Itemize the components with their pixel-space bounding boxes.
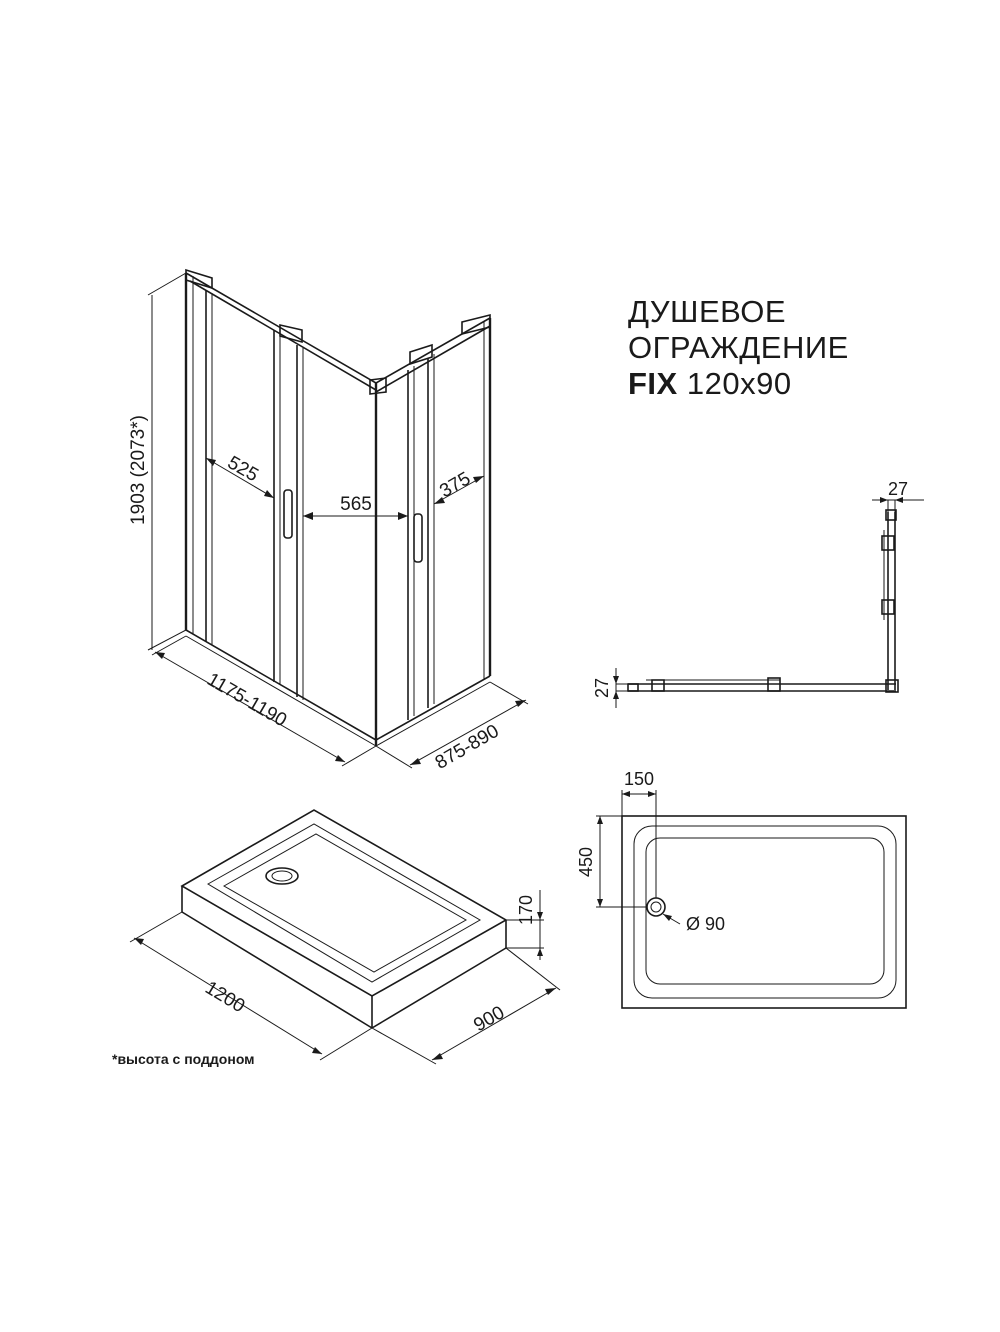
title-line-3: FIX 120x90 (628, 366, 849, 402)
dim-drain-y: 450 (576, 847, 596, 877)
tray-plan-view: 150 450 Ø 90 (576, 769, 907, 1009)
title-line-1: ДУШЕВОЕ (628, 294, 787, 329)
dim-width: 1175-1190 (203, 669, 290, 731)
product-title: ДУШЕВОЕ ОГРАЖДЕНИЕ FIX 120x90 (628, 294, 849, 402)
footnote: *высота с поддоном (112, 1051, 255, 1067)
tray-isometric: 170 1200 900 (129, 809, 561, 1065)
model-name: FIX (628, 366, 678, 401)
dim-tray-width: 900 (470, 1002, 508, 1036)
dim-drain-x: 150 (624, 769, 654, 789)
dim-tray-height: 170 (516, 895, 536, 925)
dim-center: 565 (340, 494, 372, 515)
title-line-2: ОГРАЖДЕНИЕ (628, 330, 849, 365)
dim-profile-side: 27 (592, 678, 612, 698)
model-size: 120x90 (686, 366, 792, 401)
dim-door-left: 525 (224, 452, 262, 486)
cabin-isometric: 1903 (2073*) 525 565 375 1175-1190 875-8… (128, 268, 529, 774)
profile-top-view: 27 27 (592, 479, 924, 708)
dim-height: 1903 (2073*) (128, 415, 149, 525)
dim-tray-length: 1200 (201, 977, 248, 1017)
dim-drain-diameter: Ø 90 (686, 914, 725, 934)
dim-profile-top: 27 (888, 479, 908, 499)
